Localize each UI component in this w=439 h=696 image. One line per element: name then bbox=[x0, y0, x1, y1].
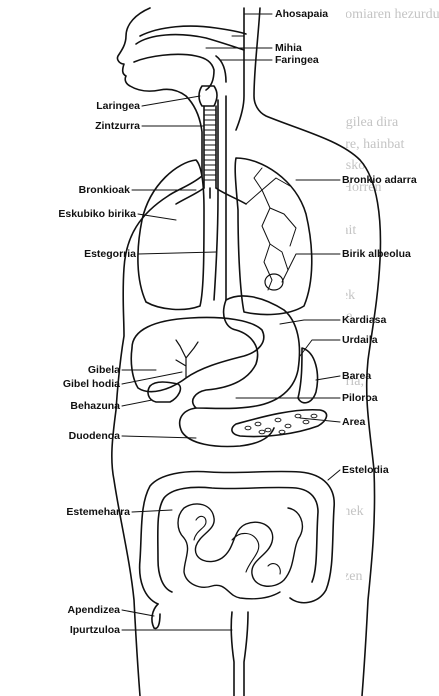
label-apendizea: Apendizea bbox=[67, 604, 120, 616]
label-ahosapaia: Ahosapaia bbox=[275, 8, 328, 20]
label-zintzurra: Zintzurra bbox=[95, 120, 140, 132]
label-mihia: Mihia bbox=[275, 42, 302, 54]
label-gibel-hodia: Gibel hodia bbox=[63, 378, 120, 390]
label-faringea: Faringea bbox=[275, 54, 319, 66]
label-estemeharra: Estemeharra bbox=[66, 506, 130, 518]
label-behazuna: Behazuna bbox=[70, 400, 120, 412]
label-bronkioak: Bronkioak bbox=[79, 184, 130, 196]
label-barea: Barea bbox=[342, 370, 371, 382]
label-gibela: Gibela bbox=[88, 364, 120, 376]
label-eskubiko-birika: Eskubiko birika bbox=[58, 208, 136, 220]
label-birik-albeolua: Birik albeolua bbox=[342, 248, 411, 260]
label-estelodia: Estelodia bbox=[342, 464, 389, 476]
label-duodenoa: Duodenoa bbox=[69, 430, 120, 442]
label-ipurtzuloa: Ipurtzuloa bbox=[70, 624, 120, 636]
label-area: Area bbox=[342, 416, 365, 428]
label-urdaila: Urdaila bbox=[342, 334, 378, 346]
trachea-rings bbox=[204, 110, 216, 180]
label-laringea: Laringea bbox=[96, 100, 140, 112]
label-estegorria: Estegorria bbox=[84, 248, 136, 260]
label-kardiasa: Kardiasa bbox=[342, 314, 386, 326]
label-bronkio-adarra: Bronkio adarra bbox=[342, 174, 417, 186]
label-piloroa: Piloroa bbox=[342, 392, 378, 404]
